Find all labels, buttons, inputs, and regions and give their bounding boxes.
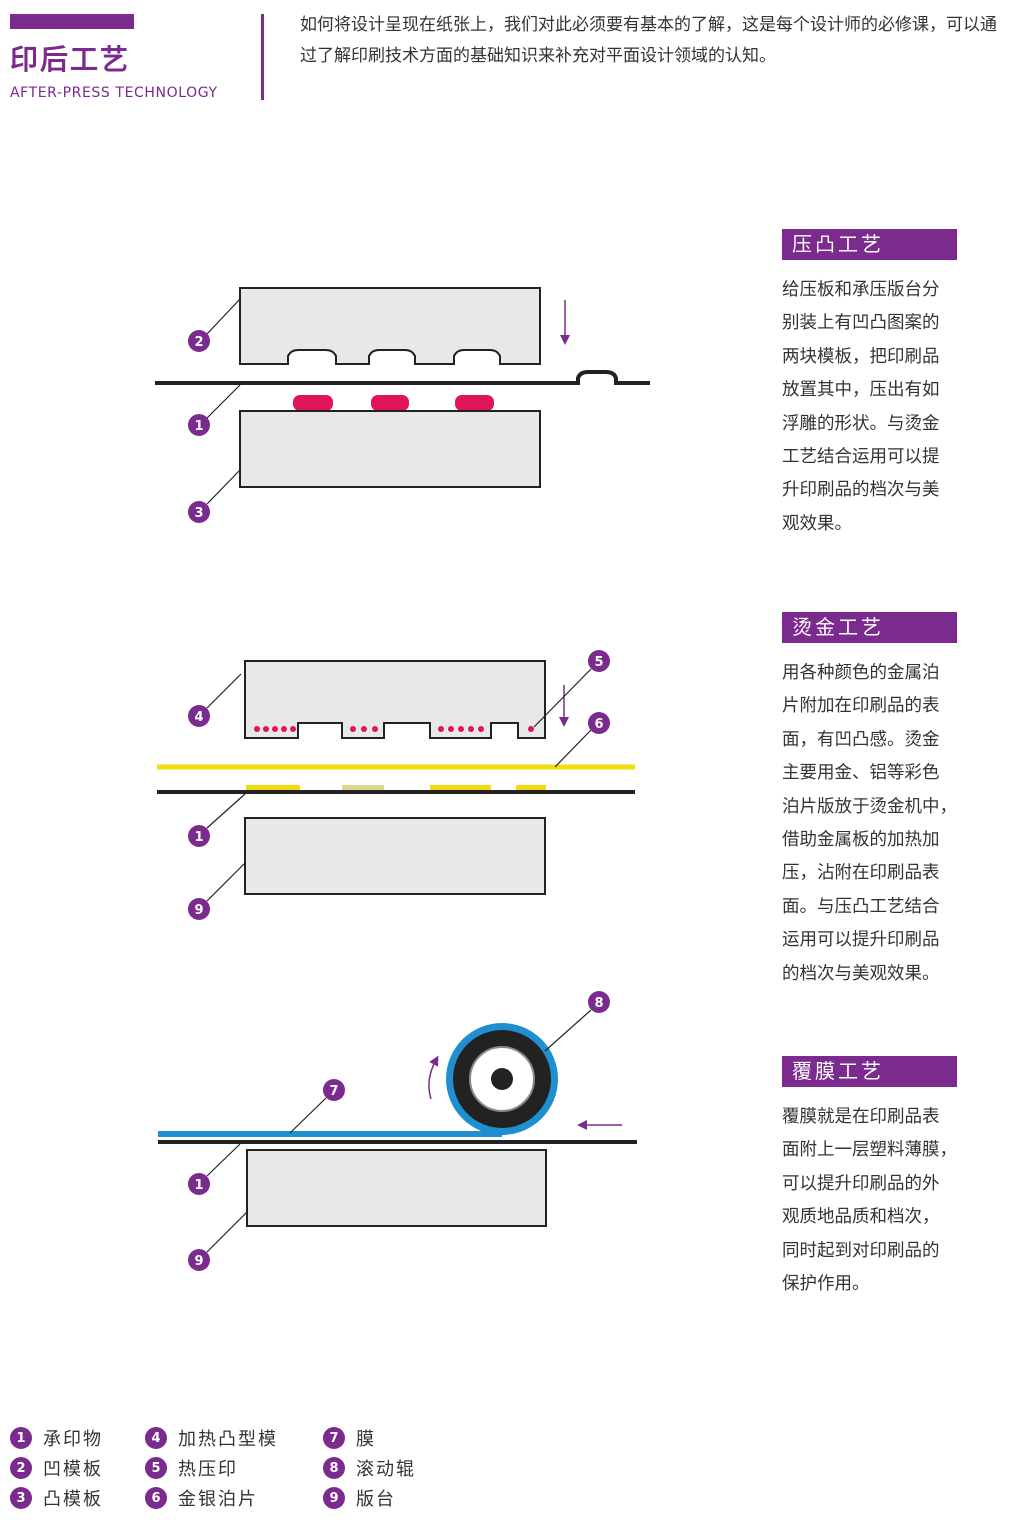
legend-label: 加热凸型模 [178,1429,278,1450]
section-body-hot-stamping: 用各种颜色的金属泊 片附加在印刷品的表 面，有凹凸感。烫金 主要用金、铝等彩色 … [782,663,957,984]
foil-deposit [246,785,300,790]
legend-number: 7 [323,1427,345,1449]
callout-line [206,793,246,829]
legend: 1 承印物 2 凹模板 3 凸模板 4 加热凸型模 5 热压印 6 金银泊片 7… [10,1426,530,1522]
female-die-plate [239,287,541,365]
callout-line [554,729,592,768]
callout-number: 1 [194,1178,203,1193]
legend-item: 6 金银泊片 [145,1486,258,1510]
legend-label: 版台 [356,1489,396,1510]
legend-label: 膜 [356,1429,376,1450]
embossed-pad [371,395,409,411]
legend-item: 9 版台 [323,1486,396,1510]
legend-item: 5 热压印 [145,1456,238,1480]
embossing-diagram: 2 1 3 [155,287,650,523]
callout-number: 3 [194,506,203,521]
legend-label: 滚动辊 [356,1459,416,1480]
header-accent-bar [10,14,134,29]
callout-number: 2 [194,335,203,350]
callout-badge [588,712,610,734]
platen-base [244,817,546,895]
callout-number: 4 [194,710,203,725]
callout-number: 9 [194,1254,203,1269]
legend-item: 3 凸模板 [10,1486,103,1510]
legend-label: 凸模板 [43,1489,103,1510]
header-divider [261,14,264,100]
male-die-plate [239,410,541,488]
callout-line [206,384,241,419]
legend-number: 6 [145,1487,167,1509]
foil-deposit [430,785,491,790]
legend-item: 4 加热凸型模 [145,1426,278,1450]
callout-line [206,1211,248,1253]
callout-badge [188,705,210,727]
legend-number: 4 [145,1427,167,1449]
legend-label: 凹模板 [43,1459,103,1480]
legend-item: 7 膜 [323,1426,376,1450]
callout-badge [188,1249,210,1271]
section-title-embossing: 压凸工艺 [782,229,957,260]
callout-number: 1 [194,830,203,845]
rotation-arrow [428,1055,439,1100]
callout-line [544,1009,592,1052]
laminating-diagram: 8 7 1 9 [158,991,637,1271]
legend-number: 3 [10,1487,32,1509]
intro-text: 如何将设计呈现在纸张上，我们对此必须要有基本的了解，这是每个设计师的必修课，可以… [300,15,997,66]
callout-number: 6 [594,717,603,732]
callout-number: 1 [194,419,203,434]
embossed-pad [455,395,494,411]
foil-deposit [342,785,384,790]
section-title-laminating: 覆膜工艺 [782,1056,957,1087]
section-body-laminating: 覆膜就是在印刷品表 面附上一层塑料薄膜， 可以提升印刷品的外 观质地品质和档次，… [782,1107,957,1295]
callout-line [206,673,242,709]
section-title-hot-stamping: 烫金工艺 [782,612,957,643]
legend-item: 1 承印物 [10,1426,103,1450]
legend-label: 承印物 [43,1429,103,1450]
callout-number: 8 [594,996,603,1011]
callout-line [533,668,592,728]
callout-line [289,1097,327,1134]
callout-number: 5 [594,655,603,670]
legend-item: 8 滚动辊 [323,1456,416,1480]
callout-badge [588,991,610,1013]
callout-badge [188,898,210,920]
callout-badge [188,414,210,436]
roller-axle [491,1068,513,1090]
legend-number: 1 [10,1427,32,1449]
callout-line [206,298,241,335]
callout-number: 9 [194,903,203,918]
foil-deposit [516,785,546,790]
legend-number: 9 [323,1487,345,1509]
legend-label: 热压印 [178,1459,238,1480]
section-body-embossing: 给压板和承压版台分 别装上有凹凸图案的 两块模板，把印刷品 放置其中，压出有如 … [782,280,940,534]
page-title: 印后工艺 [10,43,131,76]
callout-badge [323,1079,345,1101]
legend-number: 5 [145,1457,167,1479]
callout-line [206,1143,241,1177]
legend-label: 金银泊片 [178,1489,258,1510]
legend-item: 2 凹模板 [10,1456,103,1480]
heat-dots [254,726,534,732]
embossed-pad [293,395,333,411]
callout-badge [188,1173,210,1195]
callout-badge [188,501,210,523]
heated-die-plate [244,660,546,739]
page-subtitle: AFTER-PRESS TECHNOLOGY [10,85,218,101]
callout-badge [588,650,610,672]
substrate-line [155,370,650,385]
legend-number: 2 [10,1457,32,1479]
legend-number: 8 [323,1457,345,1479]
callout-line [206,862,246,902]
callout-badge [188,330,210,352]
callout-line [206,469,241,505]
callout-badge [188,825,210,847]
platen-base [246,1149,547,1227]
callout-number: 7 [329,1084,338,1099]
hot-stamping-diagram: 4 5 6 1 9 [157,650,635,920]
